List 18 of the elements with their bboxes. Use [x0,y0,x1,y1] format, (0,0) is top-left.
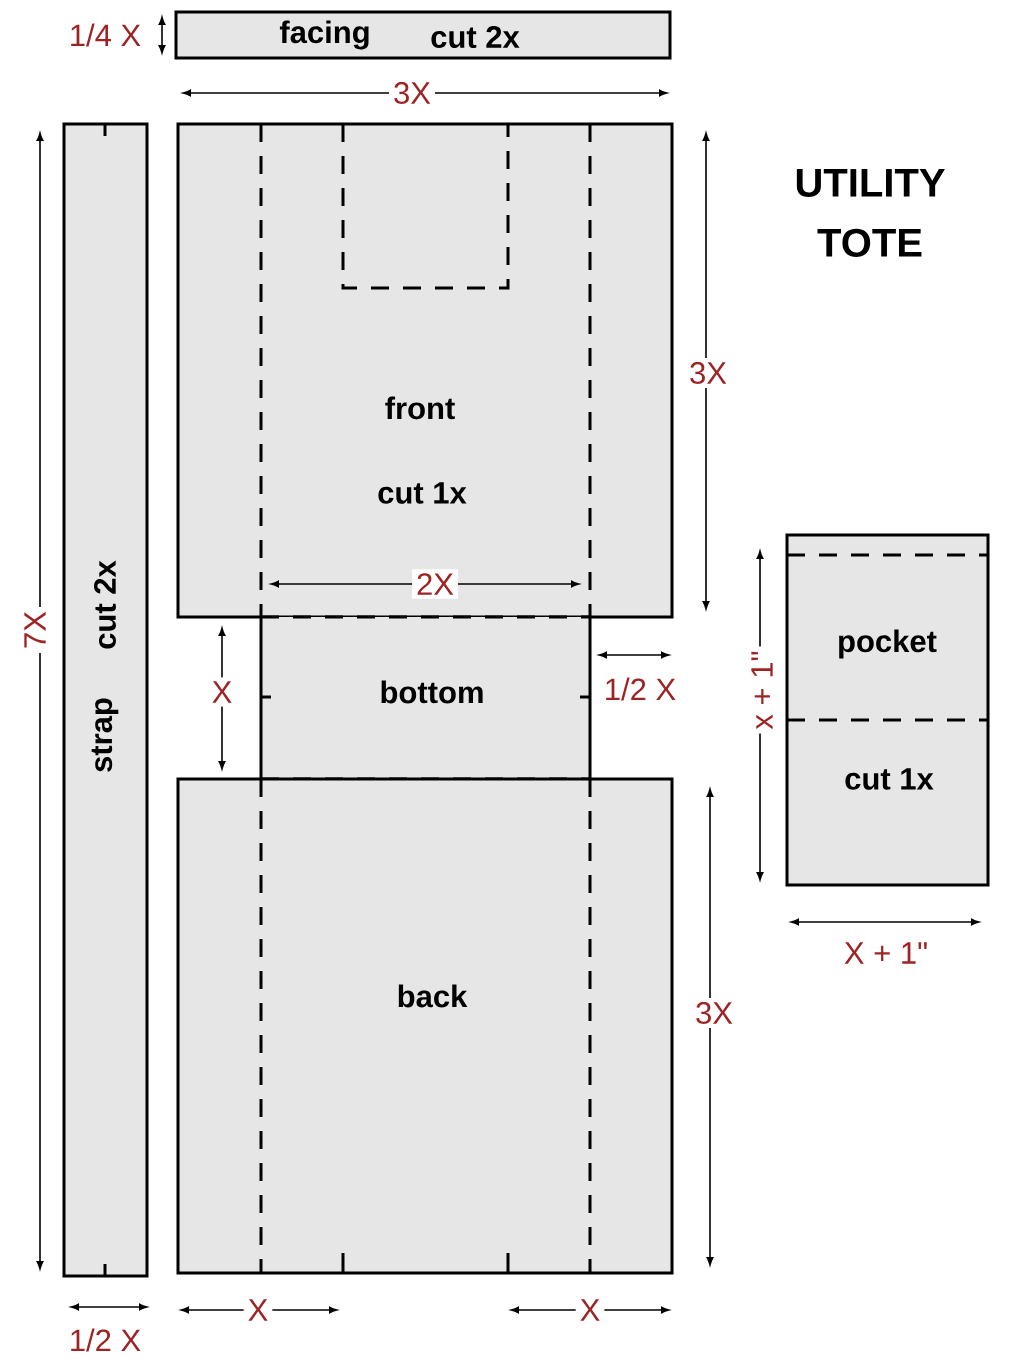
dimension-label: 3X [685,358,731,388]
dimension-label: X [243,1295,273,1325]
dimension-label: 1/2 X [599,673,681,705]
pattern-piece: facing cut 2x [174,10,672,60]
pattern-piece: strap cut 2x [62,122,149,1278]
dimension-label: X + 1" [839,938,933,968]
dimension-label: 2X [412,569,458,599]
dimension-label: X [207,677,237,707]
dimension-label: X [575,1295,605,1325]
dimension-label: 1/4 X [64,19,146,51]
pattern-piece: bottom [259,615,592,781]
dimension-label: 3X [691,998,737,1028]
dimension-label: 7X [20,607,50,653]
dimension-label: 3X [389,78,435,108]
dimension-label: x + 1" [747,646,777,734]
title: UTILITY TOTE [796,169,945,257]
dimension-label: 1/2 X [64,1324,146,1356]
pattern-piece: pocket cut 1x [785,533,990,887]
